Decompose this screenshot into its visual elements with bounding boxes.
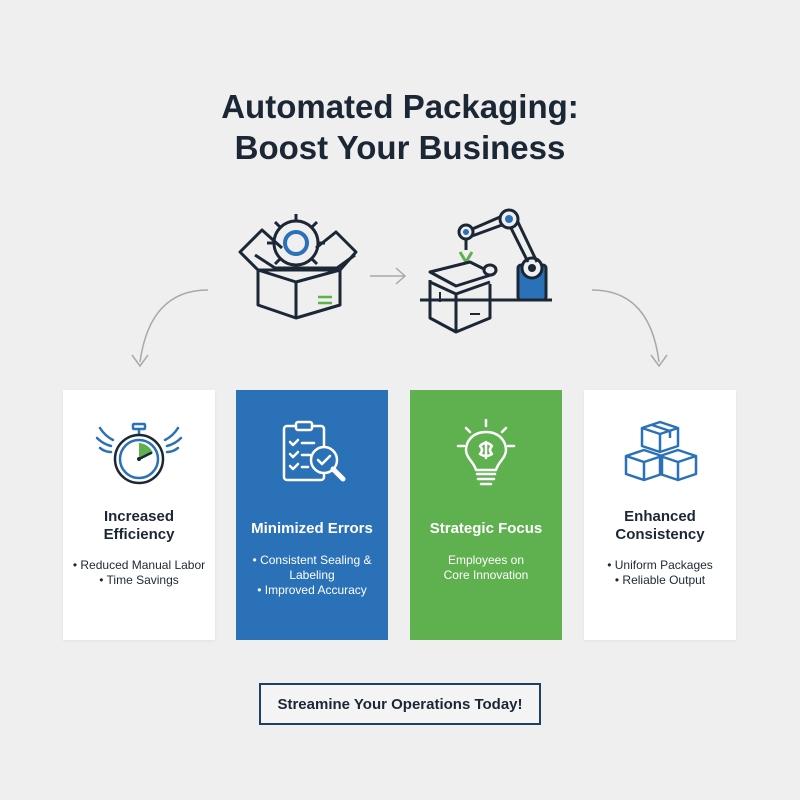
card-title-line-1: Increased [103,508,175,525]
card-minimized-errors: Minimized Errors Consistent Sealing & La… [236,390,388,640]
list-item: Reliable Output [588,573,732,588]
list-item: Consistent Sealing & Labeling [240,553,384,583]
card-title: Increased Efficiency [69,508,209,544]
card-title: Minimized Errors [251,520,373,537]
card-bullet-list: Uniform Packages Reliable Output [588,558,732,588]
middle-arrow-icon [370,267,407,285]
winged-stopwatch-icon [95,422,183,485]
card-title-line-2: Consistency [615,526,705,543]
card-strategic-focus: Strategic Focus Employees on Core Innova… [410,390,562,640]
card-bullet-list: Employees on Core Innovation [414,553,558,583]
card-bullet-list: Reduced Manual Labor Time Savings [67,558,211,588]
list-item: Improved Accuracy [240,583,384,598]
card-increased-efficiency: Increased Efficiency Reduced Manual Labo… [63,390,215,640]
page-title: Automated Packaging: Boost Your Business [0,86,800,168]
left-curved-arrow-icon [131,289,209,368]
list-item: Uniform Packages [588,558,732,573]
checklist-magnifier-icon [282,420,346,482]
robotic-arm-icon [420,208,552,334]
card-title: Strategic Focus [429,520,543,537]
list-item: Employees on Core Innovation [443,553,529,582]
card-title: Enhanced Consistency [590,508,730,544]
card-title-line-2: Efficiency [103,526,175,543]
title-line-1: Automated Packaging: [221,88,579,125]
stacked-boxes-icon [624,420,698,482]
card-enhanced-consistency: Enhanced Consistency Uniform Packages Re… [584,390,736,640]
gear-box-icon [238,214,358,320]
cta-button[interactable]: Streamine Your Operations Today! [259,683,541,725]
card-bullet-list: Consistent Sealing & Labeling Improved A… [240,553,384,598]
right-curved-arrow-icon [591,289,668,368]
title-line-2: Boost Your Business [234,129,566,166]
list-item: Time Savings [67,573,211,588]
brain-lightbulb-icon [456,418,516,486]
card-title-line-1: Enhanced [624,508,696,525]
hero-illustration [131,208,668,368]
list-item: Reduced Manual Labor [67,558,211,573]
